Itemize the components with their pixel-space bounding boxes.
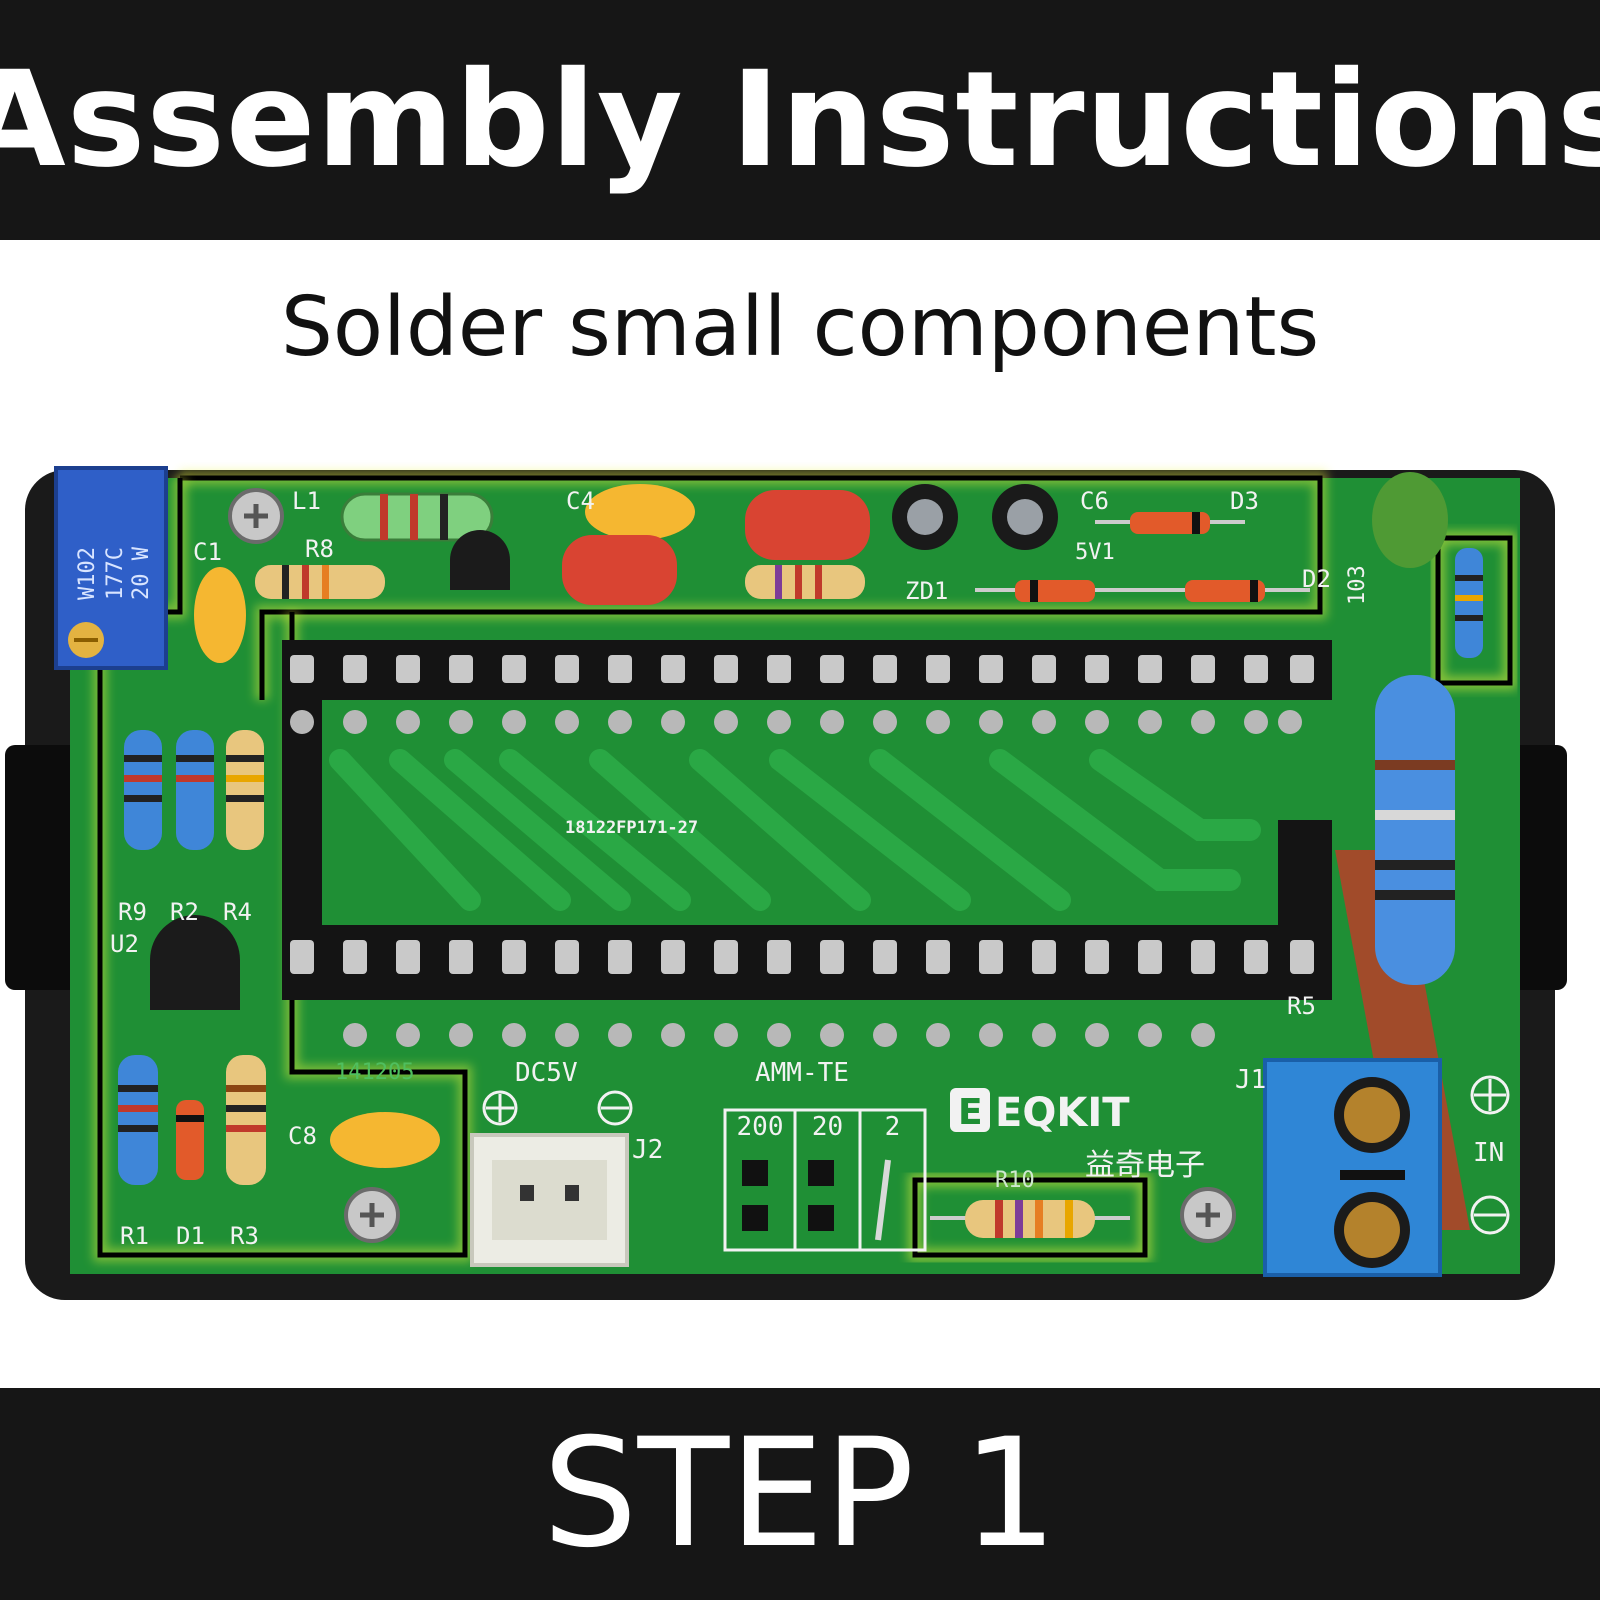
label-c8: C8 <box>288 1122 317 1150</box>
label-c6: C6 <box>1080 487 1109 515</box>
resistor-r9 <box>124 730 162 850</box>
resistor-r2 <box>176 730 214 850</box>
label-d2: D2 <box>1302 565 1331 593</box>
diode-d2 <box>1185 580 1265 602</box>
resistor-top-mid <box>745 565 865 599</box>
pcb-traces <box>329 749 1261 911</box>
board-part-number: 18122FP171-27 <box>565 818 698 838</box>
connector-j2-label: J2 <box>632 1135 664 1165</box>
range-label-2: 2 <box>884 1112 901 1142</box>
label-l1: L1 <box>292 487 321 515</box>
brand-name: EQKIT <box>995 1090 1130 1136</box>
label-d3: D3 <box>1230 487 1259 515</box>
jumper-pins <box>742 1160 834 1231</box>
range-label-200: 200 <box>736 1112 784 1142</box>
terminal-screw-negative <box>1344 1202 1400 1258</box>
transistor-u2 <box>150 915 240 1010</box>
capacitor-c8 <box>330 1112 440 1168</box>
ic-socket-top-row <box>282 640 1332 700</box>
svg-text:E: E <box>958 1092 983 1133</box>
label-c1: C1 <box>193 538 222 566</box>
label-d1: D1 <box>176 1222 205 1250</box>
label-r1: R1 <box>120 1222 149 1250</box>
right-components <box>1263 548 1483 1277</box>
diode-d3 <box>1130 512 1210 534</box>
board-date-code: 141205 <box>335 1060 415 1085</box>
label-zd1: ZD1 <box>905 577 949 605</box>
capacitor-c1 <box>194 567 246 663</box>
solder-joints <box>290 710 1302 1047</box>
resistor-r4 <box>226 730 264 850</box>
footer-banner: STEP 1 <box>0 1388 1600 1600</box>
power-label: DC5V <box>515 1058 578 1088</box>
label-c4: C4 <box>566 487 595 515</box>
diode-d1 <box>176 1100 204 1180</box>
capacitor-103 <box>1372 472 1448 568</box>
zener-value-label: 5V1 <box>1075 540 1115 565</box>
left-clip <box>5 745 80 990</box>
label-u2: U2 <box>110 930 139 958</box>
zener-diode-zd1 <box>1015 580 1095 602</box>
label-r4: R4 <box>223 898 252 926</box>
terminal-screw-positive <box>1344 1087 1400 1143</box>
mounting-screws <box>228 488 1236 1243</box>
capacitor-red-1 <box>562 535 677 605</box>
label-r8: R8 <box>305 535 334 563</box>
label-r5: R5 <box>1287 992 1316 1020</box>
page-title: Assembly Instructions <box>0 43 1600 197</box>
step-label: STEP 1 <box>542 1407 1058 1581</box>
resistor-small-right <box>1455 548 1483 658</box>
label-r9: R9 <box>118 898 147 926</box>
step-subtitle: Solder small components <box>280 280 1320 375</box>
resistor-r3 <box>226 1055 266 1185</box>
board-model-label: AMM-TE <box>755 1058 849 1088</box>
left-components <box>118 730 440 1185</box>
brand-logo-mark <box>950 1088 990 1132</box>
resistor-r8 <box>255 565 385 599</box>
input-label: IN <box>1473 1138 1505 1168</box>
trimmer-code-1: W102 <box>75 547 100 600</box>
brand-name-chinese: 益奇电子 <box>1085 1148 1205 1183</box>
range-jumper-outline <box>723 1108 927 1252</box>
transistor-q1 <box>450 530 510 590</box>
range-label-20: 20 <box>811 1112 844 1142</box>
header-banner: Assembly Instructions <box>0 0 1600 240</box>
ic-socket-pins <box>290 655 1314 974</box>
resistor-r10 <box>965 1200 1095 1238</box>
cap-code-label: 103 <box>1345 565 1370 605</box>
trimmer-code-2: 177C <box>103 547 128 600</box>
capacitor-red-2 <box>745 490 870 560</box>
top-components <box>194 472 1448 663</box>
trimmer-code-3: 20 W <box>129 546 154 600</box>
polarity-symbols <box>482 1075 1510 1235</box>
power-resistor-r5 <box>1375 675 1455 985</box>
resistor-r1 <box>118 1055 158 1185</box>
label-r10: R10 <box>995 1168 1035 1193</box>
connector-j1-label: J1 <box>1235 1065 1267 1095</box>
label-r3: R3 <box>230 1222 259 1250</box>
capacitor-c4-yellow <box>585 484 695 540</box>
ic-socket-bottom-row <box>282 925 1332 1000</box>
label-r2: R2 <box>170 898 199 926</box>
terminal-block-j1 <box>1263 1058 1442 1277</box>
